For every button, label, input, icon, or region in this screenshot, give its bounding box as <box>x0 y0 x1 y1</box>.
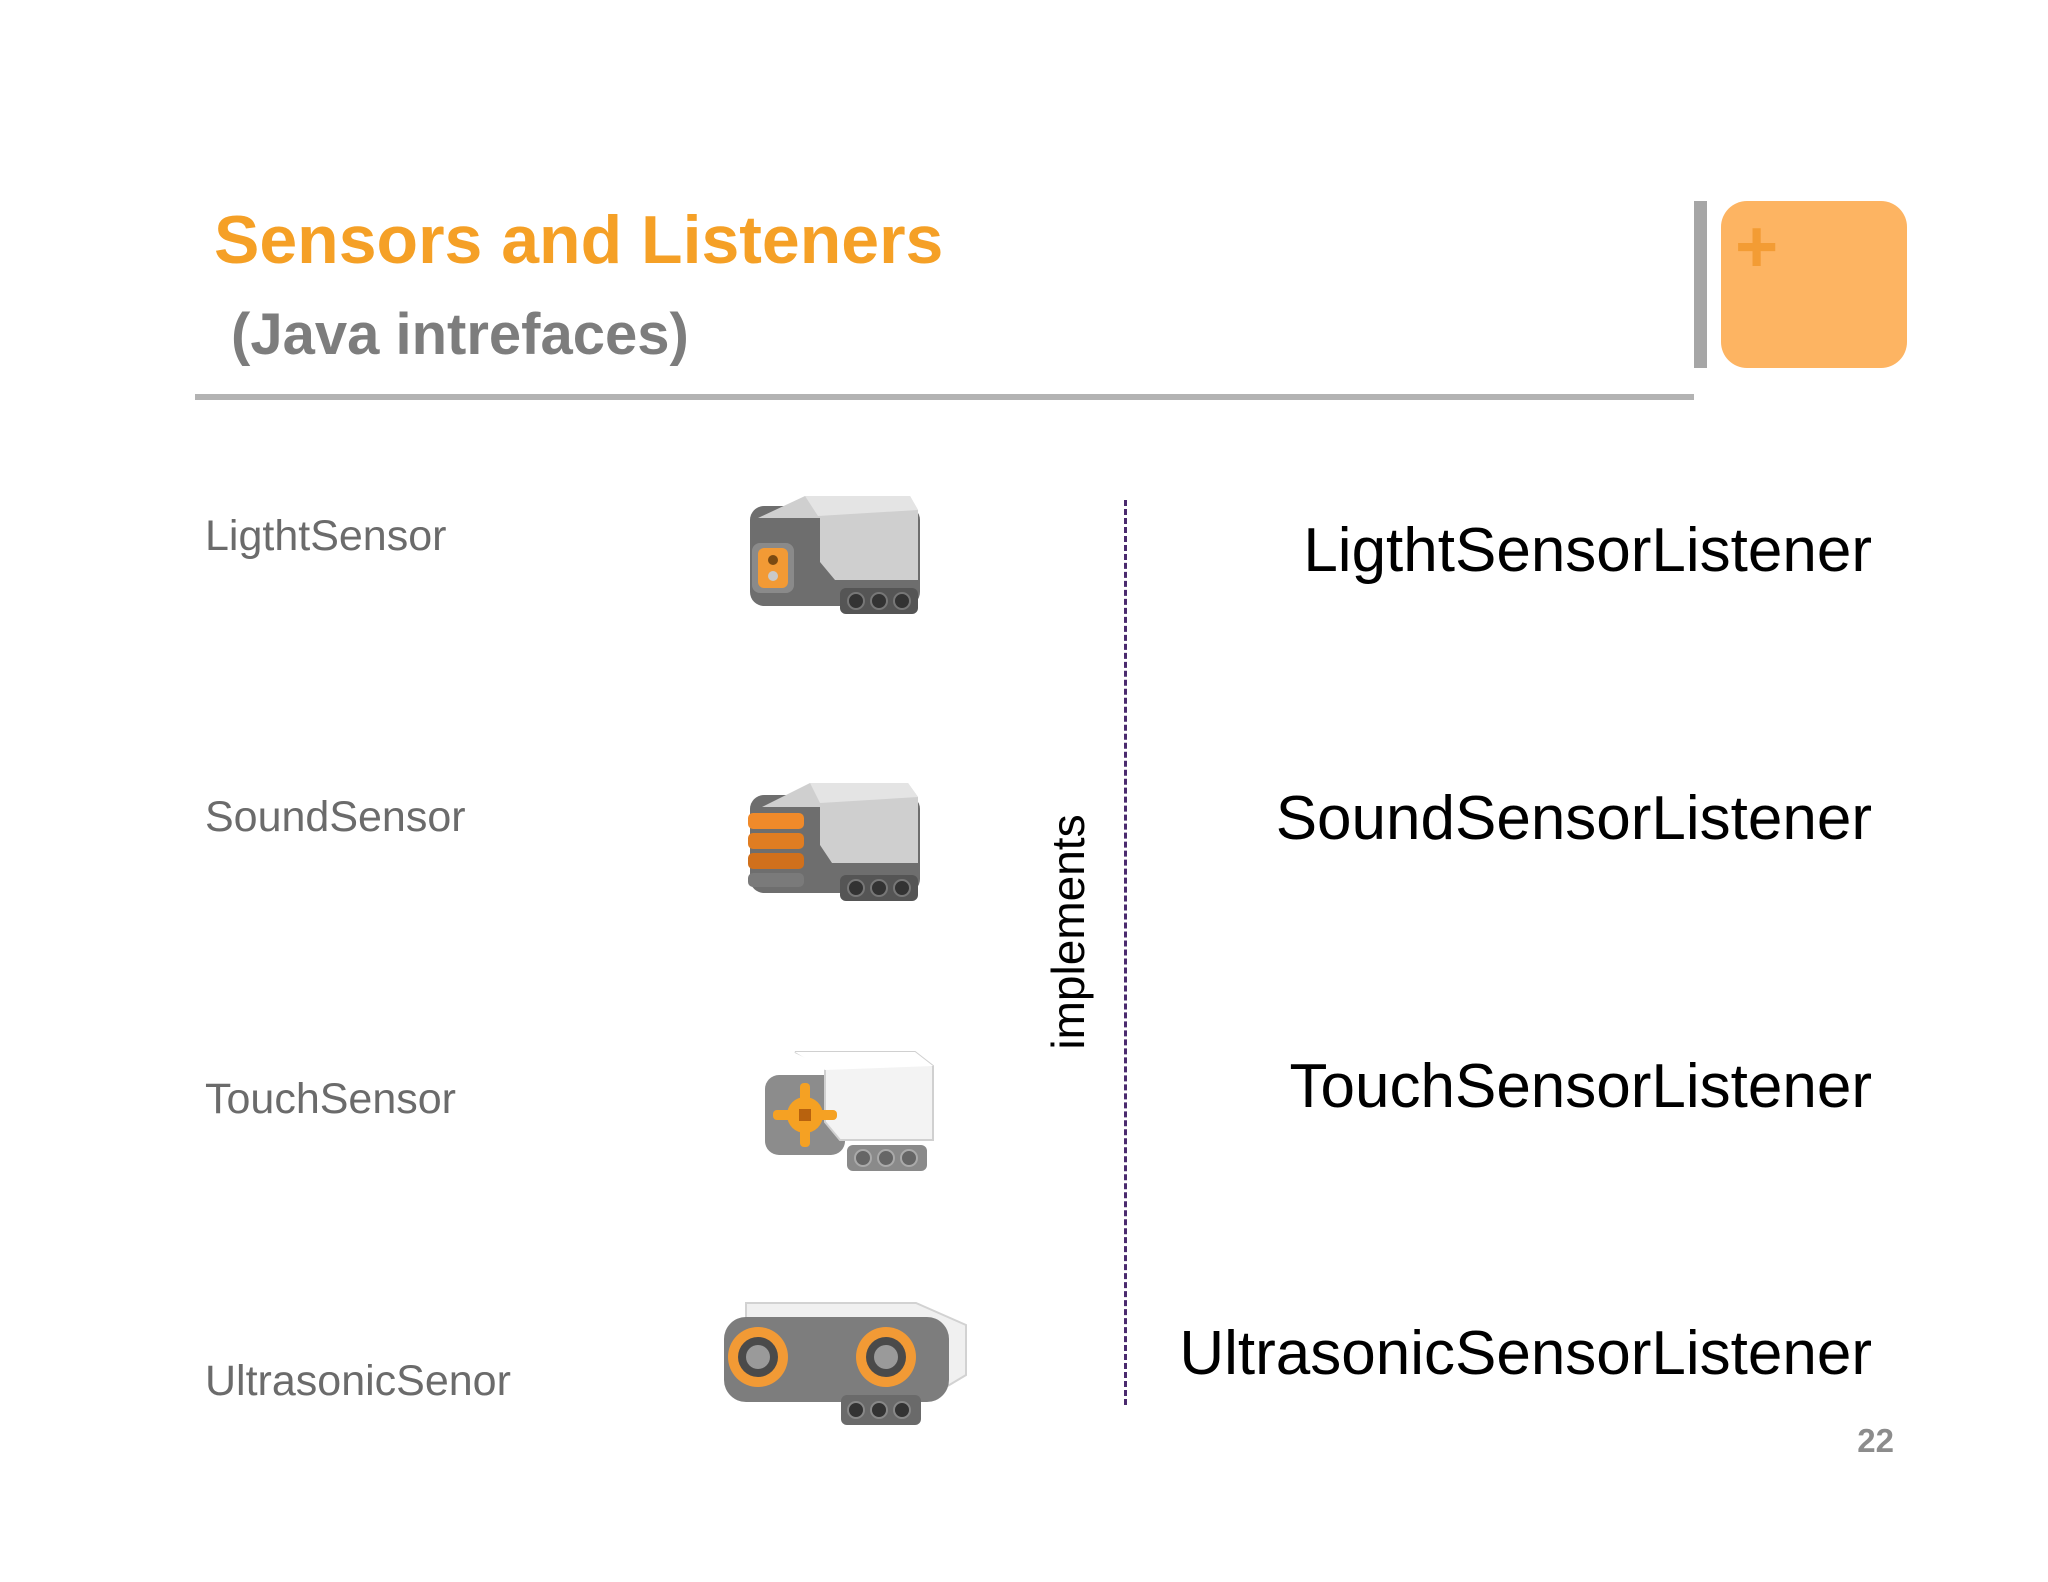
light-sensor-icon <box>750 496 920 614</box>
sensor-label-light: LigthtSensor <box>205 512 447 560</box>
corner-accent-bar <box>1694 201 1707 368</box>
listener-label-ultrasonic: UltrasonicSensorListener <box>1179 1319 1872 1388</box>
listener-label-touch: TouchSensorListener <box>1289 1052 1872 1121</box>
plus-icon: + <box>1735 205 1779 288</box>
touch-sensor-icon <box>765 1051 934 1171</box>
corner-accent-box <box>1721 201 1907 368</box>
listener-label-light: LigthtSensorListener <box>1303 516 1872 585</box>
slide-subtitle: (Java intrefaces) <box>231 302 689 367</box>
sound-sensor-icon <box>748 783 920 901</box>
implements-label: implements <box>1042 814 1094 1050</box>
listener-label-sound: SoundSensorListener <box>1275 784 1872 853</box>
title-underline <box>195 394 1694 400</box>
sensor-label-ultrasonic: UltrasonicSenor <box>205 1357 511 1405</box>
implements-divider <box>1124 500 1127 1405</box>
page-number: 22 <box>1857 1422 1894 1459</box>
sensor-label-sound: SoundSensor <box>205 793 466 841</box>
slide-title: Sensors and Listeners <box>214 202 944 278</box>
sensor-label-touch: TouchSensor <box>205 1075 456 1123</box>
ultrasonic-sensor-icon <box>724 1302 967 1425</box>
